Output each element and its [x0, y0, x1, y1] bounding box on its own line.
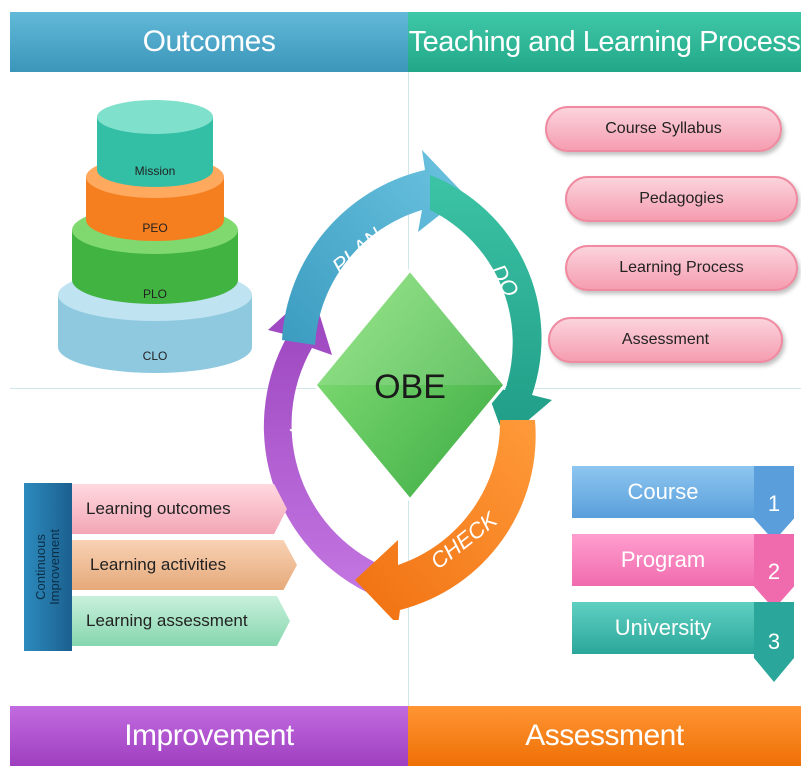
pyramid-label-mission: Mission — [135, 164, 176, 178]
teaching-header: Teaching and Learning Process — [408, 12, 801, 72]
assessment-label-course: Course — [627, 479, 699, 504]
ci-item-learning-activities: Learning activities — [72, 540, 297, 590]
ci-label-learning-assessment: Learning assessment — [86, 611, 248, 630]
assessment-label-program: Program — [620, 547, 706, 572]
plan-arrow — [282, 150, 465, 345]
assessment-level-course: Course — [572, 466, 754, 518]
assessment-level-university: University — [572, 602, 754, 654]
mission-layer — [97, 100, 213, 187]
pdca-cycle: OBE PLAN DO CHECK ACT — [263, 150, 552, 620]
ci-label-learning-outcomes: Learning outcomes — [86, 499, 231, 518]
assessment-header: Assessment — [408, 706, 801, 766]
pyramid-label-clo: CLO — [143, 349, 168, 363]
obe-label: OBE — [374, 368, 446, 406]
teaching-item-learning-process: Learning Process — [565, 245, 798, 291]
teaching-item-pedagogies: Pedagogies — [565, 176, 798, 222]
outcomes-header: Outcomes — [10, 12, 408, 72]
continuous-improvement-box: Continuous Improvement — [24, 483, 72, 651]
teaching-item-course-syllabus: Course Syllabus — [545, 106, 782, 152]
improvement-header: Improvement — [10, 706, 408, 766]
pyramid-label-plo: PLO — [143, 287, 167, 301]
continuous-improvement-label: Continuous Improvement — [33, 529, 63, 605]
check-arrow — [355, 420, 536, 620]
assessment-number-2: 2 — [754, 534, 794, 609]
obe-diamond — [313, 267, 507, 503]
ci-label-learning-activities: Learning activities — [90, 555, 227, 574]
assessment-number-1: 1 — [754, 466, 794, 541]
pyramid-label-peo: PEO — [142, 221, 167, 235]
assessment-level-program: Program — [572, 534, 754, 586]
do-arrow — [430, 175, 552, 440]
assessment-label-university: University — [614, 615, 712, 640]
ci-item-learning-outcomes: Learning outcomes — [72, 484, 287, 534]
act-arrow — [263, 290, 392, 600]
assessment-number-3: 3 — [754, 602, 794, 682]
ci-item-learning-assessment: Learning assessment — [72, 596, 290, 646]
outcomes-pyramid: Mission PEO PLO CLO — [58, 100, 252, 373]
teaching-item-assessment: Assessment — [548, 317, 783, 363]
